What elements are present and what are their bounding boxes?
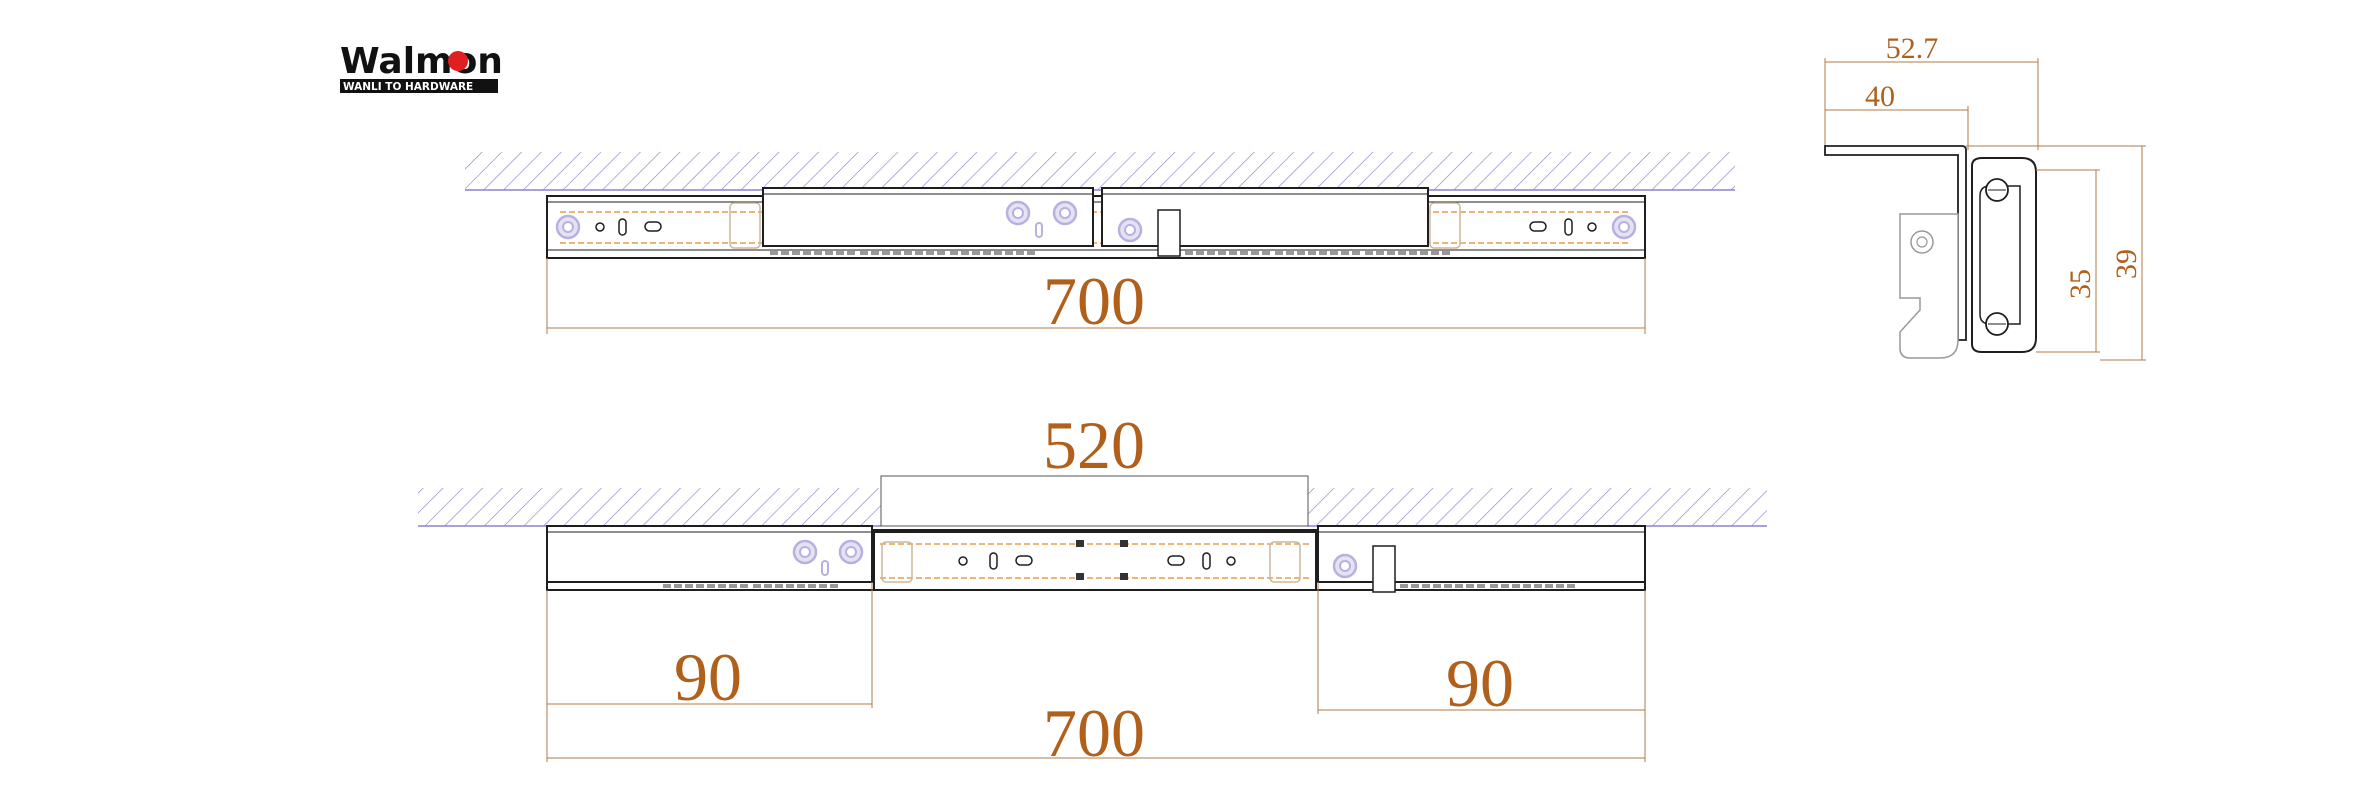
release-lever xyxy=(821,560,829,576)
right-overlap-label: 90 xyxy=(1446,645,1514,721)
end-stop xyxy=(729,202,761,249)
extension-gap-box xyxy=(880,475,1309,527)
inner-member-right xyxy=(1101,187,1429,247)
cross-section-view: 52.7 40 35 39 xyxy=(1824,32,2146,361)
rail-profile-inner xyxy=(1979,185,2021,325)
mount-slot xyxy=(1202,552,1211,570)
width-inner-label: 40 xyxy=(1865,80,1895,113)
logo-wordmark: Walmon xyxy=(340,41,503,82)
mount-hole xyxy=(595,222,605,232)
closed-view: 700 xyxy=(465,152,1735,339)
inner-member-left xyxy=(762,187,1094,247)
mount-hole xyxy=(958,556,968,566)
end-stop xyxy=(1269,541,1301,583)
mounting-plate xyxy=(1899,213,1959,359)
logo-dot xyxy=(448,51,468,71)
screw-icon xyxy=(1052,200,1078,226)
coupling-tab xyxy=(1372,545,1396,593)
open-view: 520 xyxy=(418,407,1767,771)
mount-slot xyxy=(1529,221,1547,232)
screw-icon xyxy=(792,539,818,565)
mount-hole xyxy=(1587,222,1597,232)
end-stop xyxy=(1429,202,1461,249)
cabinet-wall-hatch-right xyxy=(1308,488,1767,526)
logo-tagline-bar xyxy=(340,79,498,93)
rivet xyxy=(1120,573,1128,580)
mount-slot xyxy=(1167,555,1185,566)
mount-hole-icon xyxy=(1910,230,1934,254)
screw-icon xyxy=(1117,217,1143,243)
middle-member xyxy=(873,531,1317,591)
mount-slot xyxy=(1564,218,1573,236)
height-inner-label: 35 xyxy=(2064,269,2097,299)
brand-logo: Walmon WANLI TO HARDWARE xyxy=(340,41,503,93)
logo-tagline: WANLI TO HARDWARE xyxy=(343,81,473,93)
rivet xyxy=(1120,540,1128,547)
cabinet-wall-hatch xyxy=(465,152,1735,190)
inner-member-left xyxy=(546,525,873,583)
coupling-tab xyxy=(1157,209,1181,257)
height-outer-label: 39 xyxy=(2110,249,2143,279)
mount-slot xyxy=(1015,555,1033,566)
release-lever xyxy=(1035,222,1043,238)
screw-icon xyxy=(1005,200,1031,226)
rivet xyxy=(1076,540,1084,547)
extension-length-label: 520 xyxy=(1043,407,1145,483)
mount-screw-icon xyxy=(555,214,581,240)
screw-icon xyxy=(1332,553,1358,579)
outer-rail xyxy=(546,195,1646,259)
mount-screw-icon xyxy=(1611,214,1637,240)
screw-icon xyxy=(838,539,864,565)
mount-slot xyxy=(989,552,998,570)
mount-hole xyxy=(1226,556,1236,566)
mount-slot xyxy=(644,221,662,232)
mount-hole-icon xyxy=(1916,236,1928,248)
width-outer-label: 52.7 xyxy=(1886,32,1939,65)
cabinet-wall-hatch-left xyxy=(418,488,881,526)
closed-length-label: 700 xyxy=(1043,263,1145,339)
mount-slot xyxy=(618,218,627,236)
end-stop xyxy=(881,541,913,583)
left-overlap-label: 90 xyxy=(674,639,742,715)
rivet xyxy=(1076,573,1084,580)
inner-member-right xyxy=(1317,525,1646,583)
open-length-label: 700 xyxy=(1043,695,1145,771)
